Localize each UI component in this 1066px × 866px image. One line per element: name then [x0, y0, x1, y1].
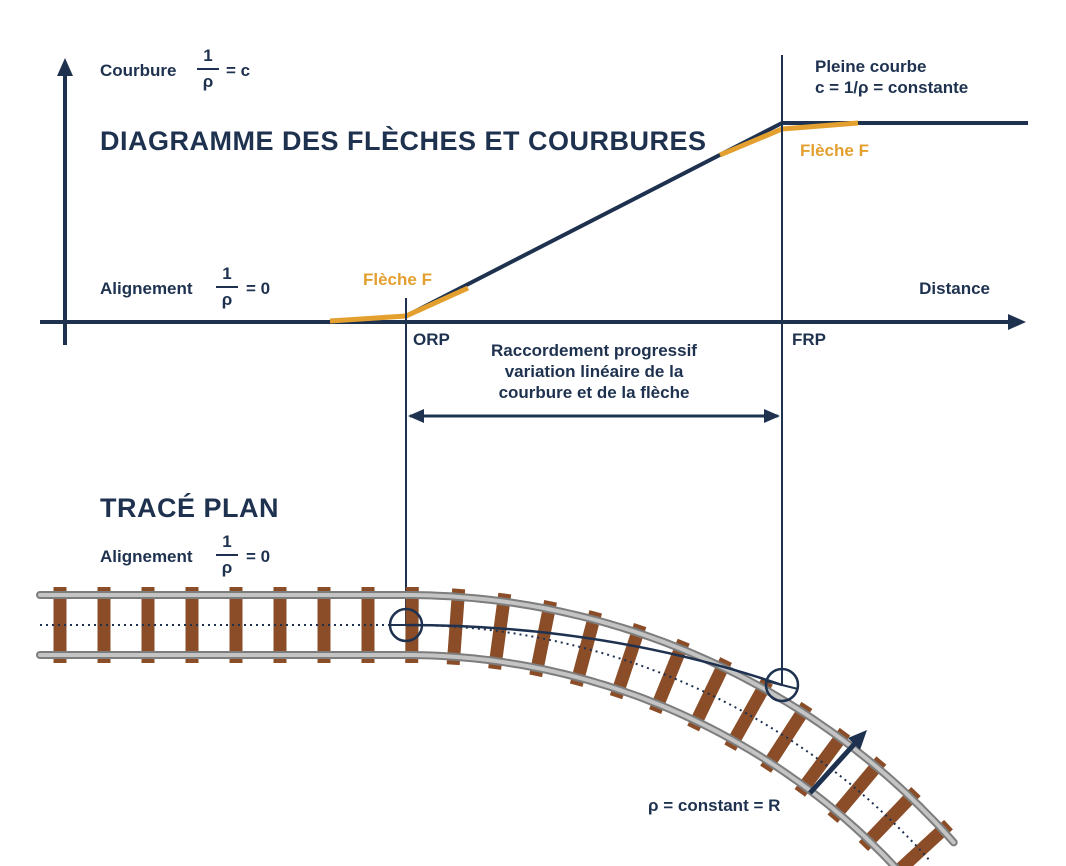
transition-arrow-right-head — [764, 409, 780, 423]
plan-title: TRACÉ PLAN — [100, 492, 279, 523]
track-tie — [724, 678, 773, 751]
fleche-label-left: Flèche F — [363, 270, 432, 289]
plan-alignement-equation: = 0 — [246, 547, 270, 566]
courbure-fraction-num: 1 — [203, 46, 212, 65]
track-tie — [609, 623, 647, 700]
courbure-fraction-den: ρ — [203, 72, 214, 91]
track-tie — [488, 592, 512, 670]
raccordement-line-2: variation linéaire de la — [505, 362, 684, 381]
frp-marker — [764, 667, 800, 703]
rho-constant-label: ρ = constant = R — [648, 796, 780, 815]
track-tie — [760, 701, 813, 773]
alignement-fraction-num: 1 — [222, 264, 231, 283]
raccordement-line-1: Raccordement progressif — [491, 341, 697, 360]
frp-label: FRP — [792, 330, 826, 349]
alignement-equation: = 0 — [246, 279, 270, 298]
orp-marker — [388, 607, 424, 643]
plan-alignement-fraction-num: 1 — [222, 532, 231, 551]
distance-label: Distance — [919, 279, 990, 298]
track-rails — [36, 591, 958, 866]
track-tie — [827, 756, 887, 823]
courbure-equation: = c — [226, 61, 250, 80]
raccordement-line-3: courbure et de la flèche — [499, 383, 690, 402]
plan-alignement-fraction-den: ρ — [222, 558, 233, 577]
track-centerline — [40, 624, 932, 863]
fleche-label-right: Flèche F — [800, 141, 869, 160]
y-axis-arrow — [57, 58, 73, 76]
transition-curve — [405, 623, 783, 687]
track-tie — [893, 819, 953, 866]
pleine-courbe-label: Pleine courbe — [815, 57, 926, 76]
pleine-courbe-equation: c = 1/ρ = constante — [815, 78, 968, 97]
alignement-label: Alignement — [100, 279, 193, 298]
track-tie — [687, 657, 732, 732]
radius-arrow — [808, 738, 860, 795]
x-axis-arrow — [1008, 314, 1026, 330]
alignement-fraction-den: ρ — [222, 290, 233, 309]
courbure-label: Courbure — [100, 61, 177, 80]
diagram-title: DIAGRAMME DES FLÈCHES ET COURBURES — [100, 125, 707, 156]
transition-arrow-left-head — [408, 409, 424, 423]
radius-arrow-head — [848, 730, 867, 750]
orp-label: ORP — [413, 330, 450, 349]
plan-alignement-label: Alignement — [100, 547, 193, 566]
